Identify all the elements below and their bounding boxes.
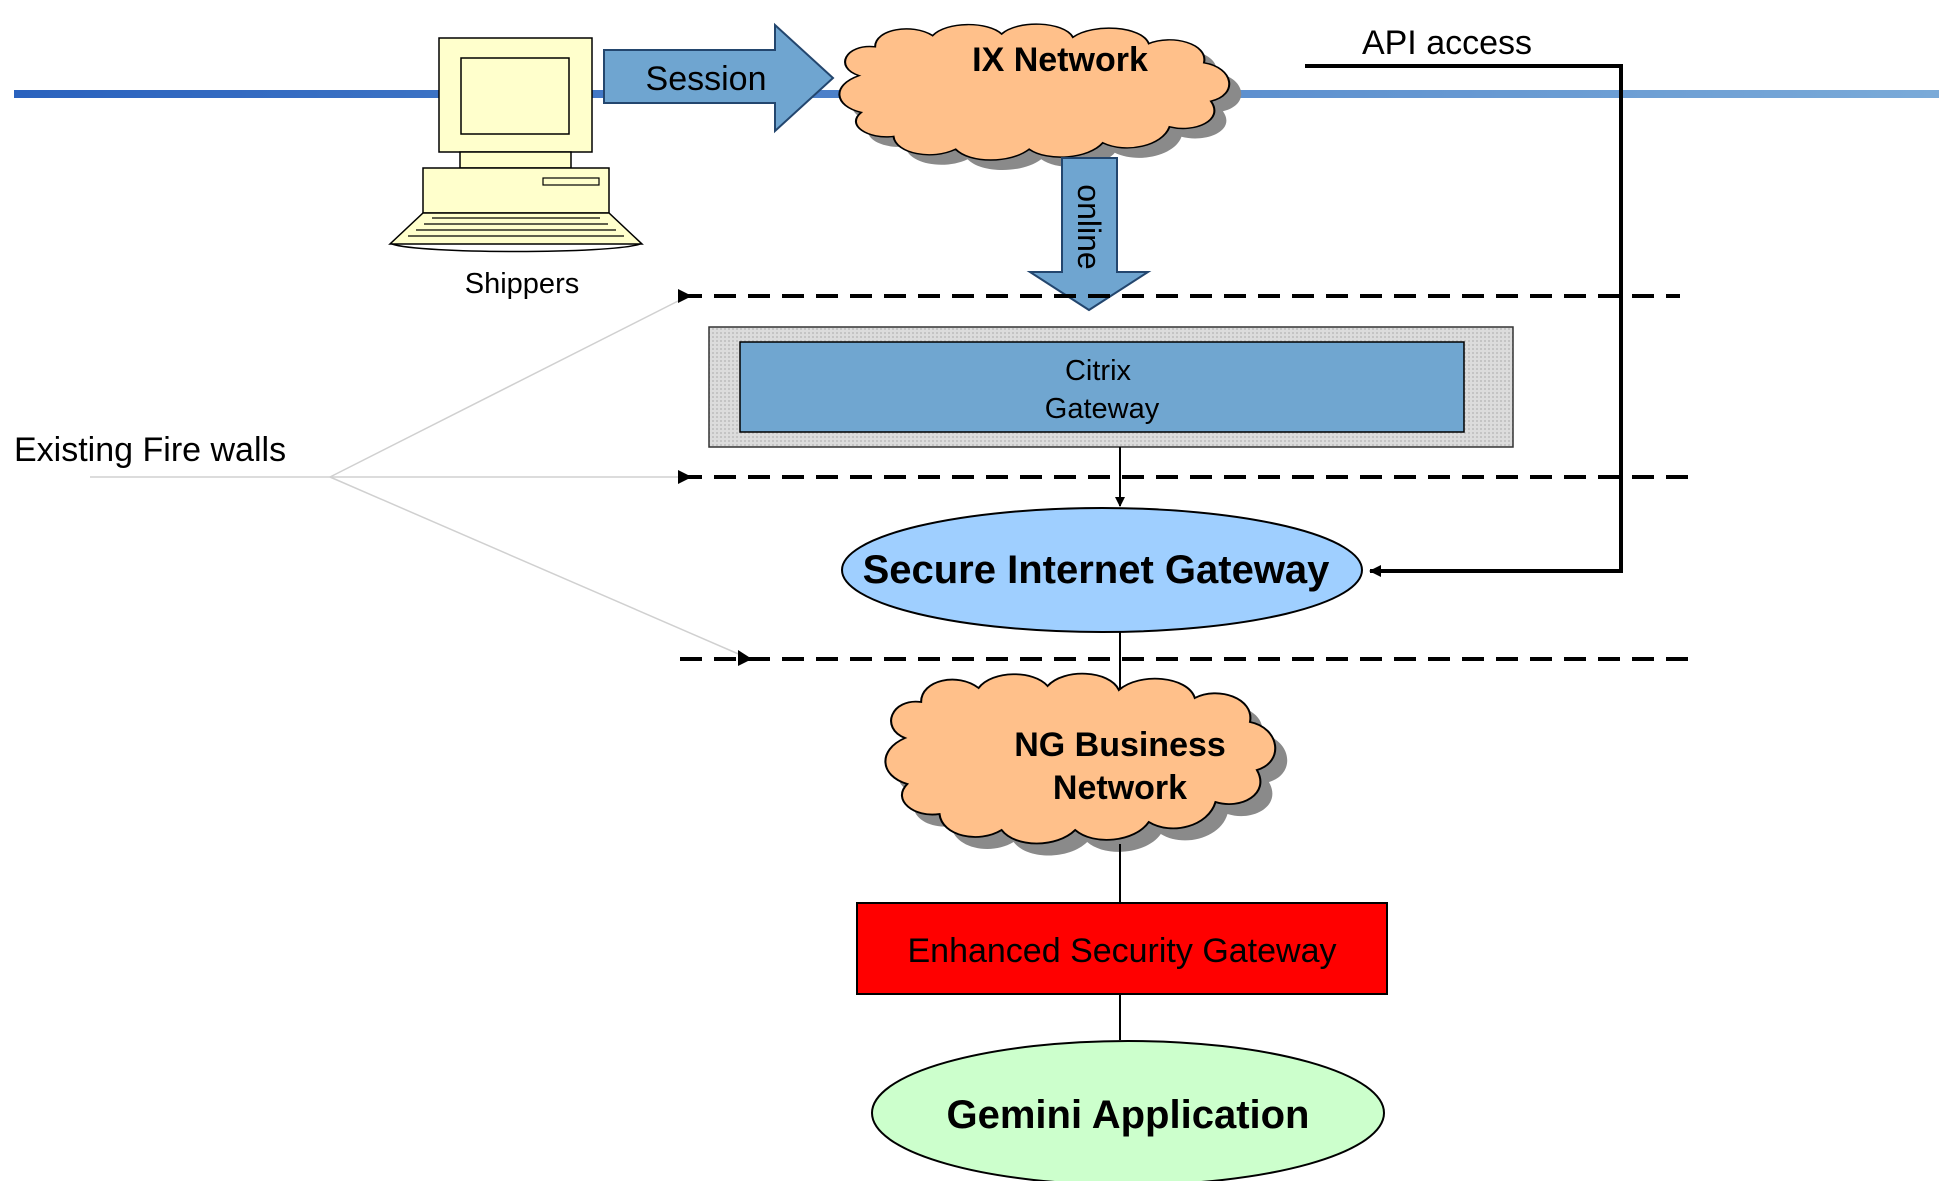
api-access-label: API access [1362,24,1532,62]
secure-internet-gateway-label: Secure Internet Gateway [863,548,1331,592]
ng-business-network-cloud [884,672,1288,856]
session-arrow [603,22,835,134]
api-access-connector [1305,64,1623,577]
citrix-gateway-label-line2: Gateway [1045,393,1160,425]
computer-icon [388,37,644,253]
existing-firewalls-label: Existing Fire walls [14,431,286,469]
secure-internet-gateway-node [841,507,1363,633]
firewall-lines [680,294,1690,661]
enhanced-security-gateway-label: Enhanced Security Gateway [907,932,1336,970]
online-arrow [1026,157,1152,312]
online-label: online [1071,184,1107,269]
gemini-application-label: Gemini Application [947,1093,1310,1137]
firewall-pointers [90,289,752,666]
session-label: Session [646,60,767,98]
ix-network-label: IX Network [972,41,1148,79]
citrix-gateway-label-line1: Citrix [1065,355,1132,387]
ng-business-network-label-line2: Network [1053,769,1187,807]
enhanced-security-gateway-box [856,902,1388,995]
shippers-label: Shippers [465,268,579,300]
gemini-application-node [871,1040,1385,1181]
citrix-gateway-box [739,341,1465,433]
ng-business-network-label-line1: NG Business [1014,726,1226,764]
